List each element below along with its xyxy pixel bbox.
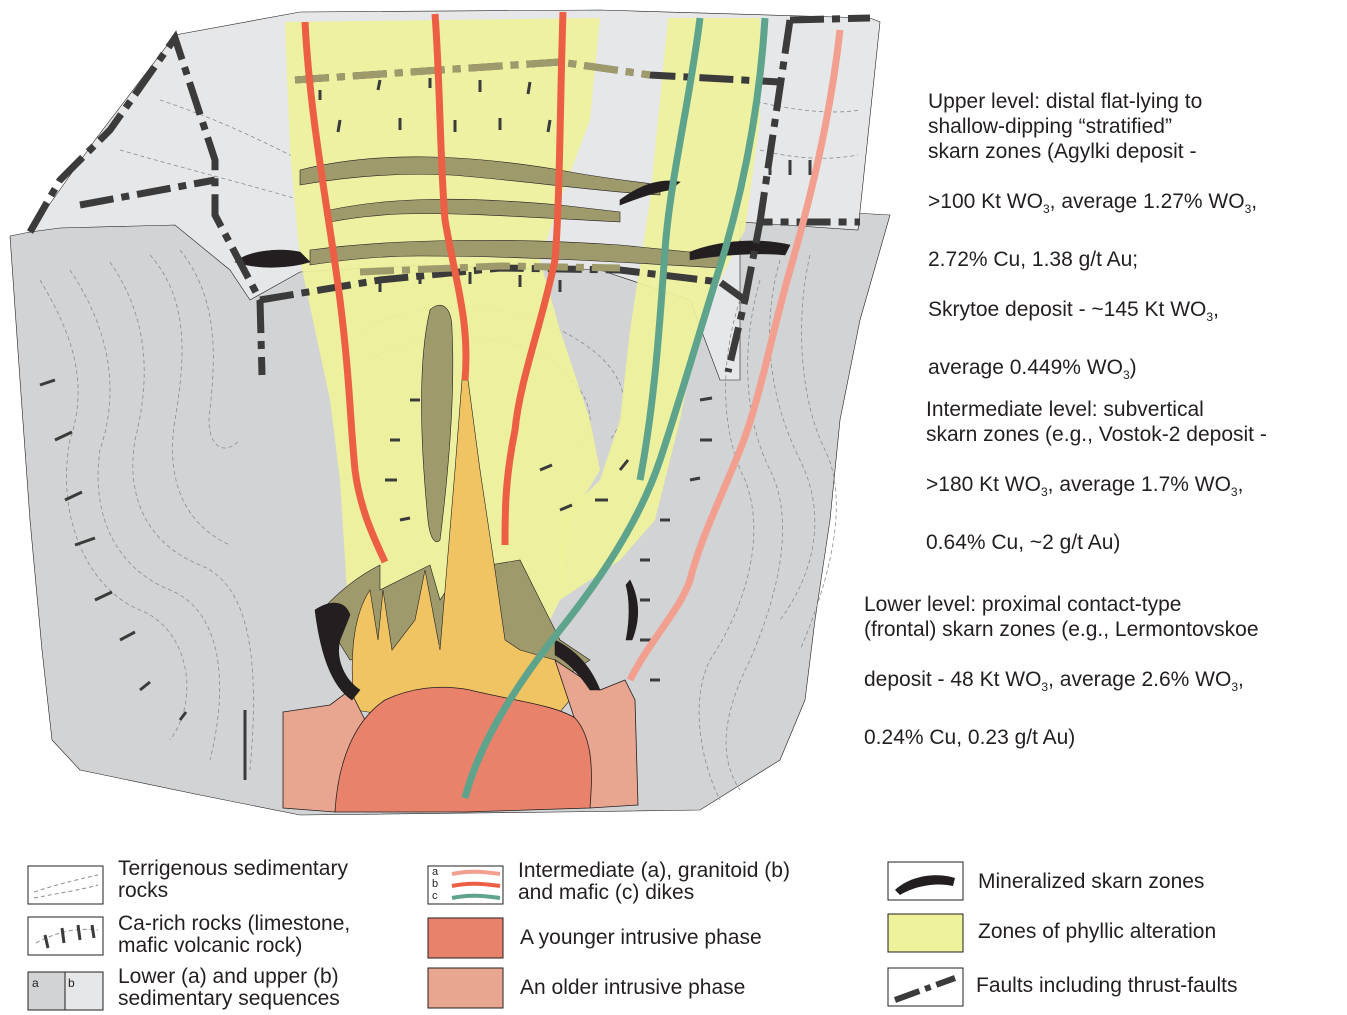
lower-level-note: Lower level: proximal contact-type (fron… bbox=[864, 567, 1334, 750]
lower-level-intro: Lower level: proximal contact-type (fron… bbox=[864, 593, 1259, 641]
legend-dike-b: b bbox=[432, 878, 438, 890]
upper-level-intro: Upper level: distal flat-lying to shallo… bbox=[928, 90, 1202, 163]
upper-level-line4: >100 Kt WO3, average 1.27% WO3, bbox=[928, 190, 1257, 213]
legend-sequences-a: a bbox=[32, 972, 39, 994]
intermediate-level-line4: 0.64% Cu, ~2 g/t Au) bbox=[926, 531, 1120, 554]
intermediate-level-intro: Intermediate level: subvertical skarn zo… bbox=[926, 398, 1267, 446]
legend-dike-c: c bbox=[432, 890, 438, 902]
legend-phyllic: Zones of phyllic alteration bbox=[978, 921, 1216, 943]
legend-younger: A younger intrusive phase bbox=[520, 927, 762, 949]
intermediate-level-line3: >180 Kt WO3, average 1.7% WO3, bbox=[926, 473, 1243, 496]
legend-sequences: Lower (a) and upper (b) sedimentary sequ… bbox=[118, 966, 340, 1010]
upper-level-line6: Skrytoe deposit - ~145 Kt WO3, bbox=[928, 298, 1219, 321]
legend-sequences-b: b bbox=[68, 972, 75, 994]
lower-level-line4: 0.24% Cu, 0.23 g/t Au) bbox=[864, 726, 1075, 749]
upper-level-line5: 2.72% Cu, 1.38 g/t Au; bbox=[928, 248, 1138, 271]
intermediate-level-note: Intermediate level: subvertical skarn zo… bbox=[926, 372, 1336, 555]
legend-dike-a: a bbox=[432, 866, 438, 878]
legend-faults: Faults including thrust-faults bbox=[976, 975, 1237, 997]
legend-ca-rich: Ca-rich rocks (limestone, mafic volcanic… bbox=[118, 913, 350, 957]
legend-dikes: Intermediate (a), granitoid (b) and mafi… bbox=[518, 860, 790, 904]
legend-skarn: Mineralized skarn zones bbox=[978, 871, 1204, 893]
lower-level-line3: deposit - 48 Kt WO3, average 2.6% WO3, bbox=[864, 668, 1244, 691]
legend-terrigenous: Terrigenous sedimentary rocks bbox=[118, 858, 348, 902]
legend-older: An older intrusive phase bbox=[520, 977, 745, 999]
upper-level-note: Upper level: distal flat-lying to shallo… bbox=[928, 64, 1328, 389]
